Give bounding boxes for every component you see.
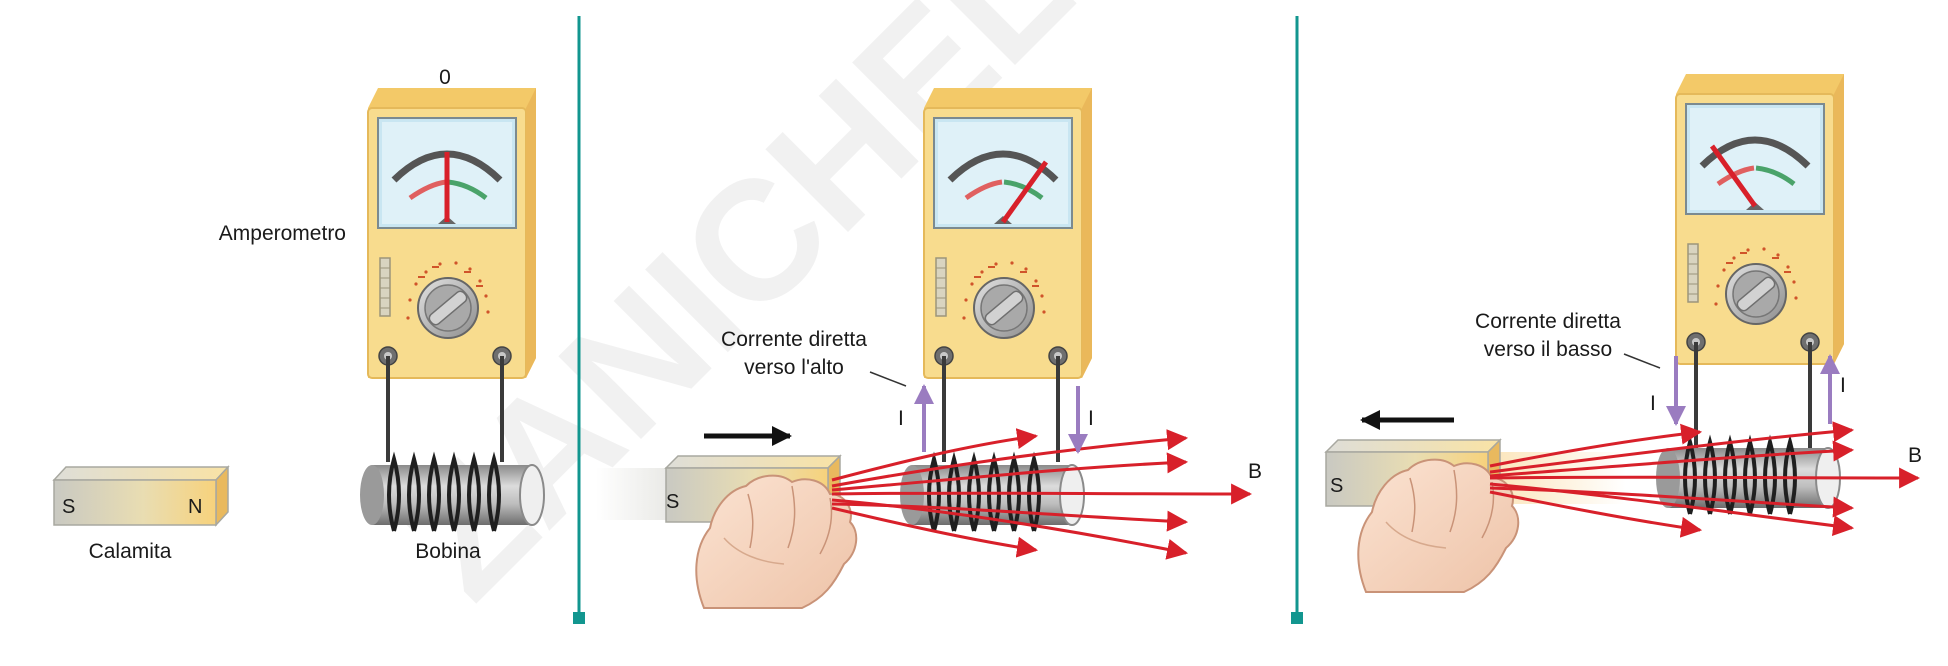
current-symbol-2b: I xyxy=(1088,407,1094,430)
pole-n-1: N xyxy=(188,496,202,518)
panel-dividers xyxy=(573,16,1303,624)
pole-s-2: S xyxy=(666,491,679,513)
pole-s-1: S xyxy=(62,496,75,518)
leader-line-3 xyxy=(1623,353,1661,369)
ammeter-1 xyxy=(368,88,536,378)
ammeter-3 xyxy=(1676,74,1844,364)
magnet-label: Calamita xyxy=(89,540,172,563)
current-label-3-line2: verso il basso xyxy=(1484,338,1612,361)
zero-label: 0 xyxy=(439,66,451,89)
ammeter-2 xyxy=(924,88,1092,378)
magnet-1: S N xyxy=(52,465,230,527)
field-label-3: B xyxy=(1908,444,1922,467)
field-lines-3 xyxy=(1489,421,1921,538)
current-label-2-line2: verso l'alto xyxy=(744,356,844,379)
field-label-2: B xyxy=(1248,460,1262,483)
current-label-2-line1: Corrente diretta xyxy=(721,328,867,351)
leader-line-2 xyxy=(869,371,907,387)
current-symbol-3b: I xyxy=(1840,374,1846,397)
panel-1-at-rest: 0 Amperometro Bobina S N Calamita xyxy=(52,66,546,563)
ammeter-label: Amperometro xyxy=(219,222,346,245)
divider-marker-2 xyxy=(1291,612,1303,624)
panel-2-magnet-approaching: S N B I I Corrente diretta verso l'alto xyxy=(596,88,1262,609)
coil-wires-2 xyxy=(942,356,1060,462)
pole-s-3: S xyxy=(1330,475,1343,497)
coil-wires-1 xyxy=(386,356,504,462)
needle-right xyxy=(1000,160,1049,224)
current-symbol-3a: I xyxy=(1650,392,1656,415)
current-symbol-2a: I xyxy=(898,407,904,430)
field-lines-2 xyxy=(831,428,1253,560)
coil-1 xyxy=(358,457,546,533)
coil-label: Bobina xyxy=(415,540,481,563)
panel-3-magnet-receding: S N B I I Corrente diretta verso il bass… xyxy=(1324,74,1922,593)
current-label-3-line1: Corrente diretta xyxy=(1475,310,1621,333)
needle-left xyxy=(1709,144,1758,208)
divider-marker-1 xyxy=(573,612,585,624)
